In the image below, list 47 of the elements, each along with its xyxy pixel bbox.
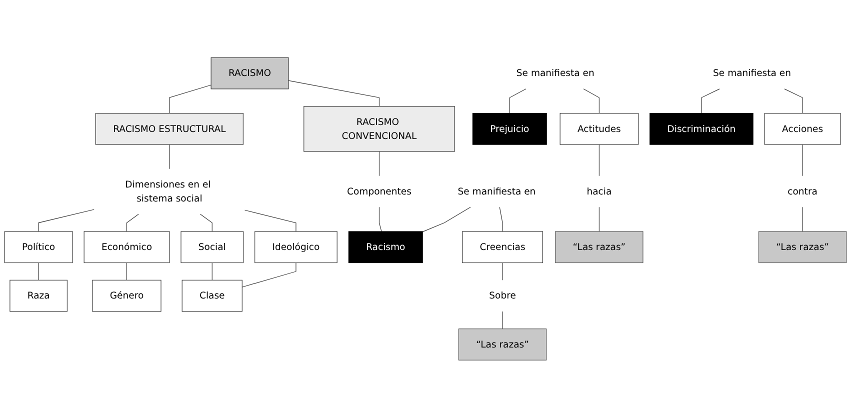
node-text: hacia [586, 185, 612, 196]
node-text: Se manifiesta en [713, 67, 791, 78]
node-box: Creencias [462, 230, 543, 263]
connector [200, 213, 212, 232]
node-box: Político [4, 230, 73, 263]
connector [244, 209, 296, 232]
node-box: “Las razas” [458, 328, 547, 360]
connector [802, 144, 803, 176]
node-box: Clase [182, 279, 242, 312]
connector [502, 262, 503, 280]
node-box: Económico [84, 230, 170, 263]
node-box: Género [92, 279, 162, 312]
connector [242, 262, 296, 287]
node-box: RACISMO [210, 56, 289, 89]
connector [598, 144, 600, 176]
connector [422, 206, 471, 232]
node-box: “Las razas” [758, 230, 847, 263]
node-box: Social [180, 230, 244, 263]
node-text: Sobre [489, 290, 516, 301]
node-box: Acciones [764, 112, 841, 144]
connector [169, 84, 212, 114]
node-text: Se manifiesta en [516, 67, 594, 78]
connector [499, 206, 503, 232]
connector [378, 150, 380, 176]
connector [378, 206, 382, 232]
connector [288, 80, 380, 106]
node-box: Raza [10, 279, 68, 312]
connector [598, 206, 600, 232]
node-box: “Las razas” [555, 230, 644, 263]
node-text: Se manifiesta en [458, 185, 536, 196]
node-box: Racismo [348, 230, 423, 263]
node-text: contra [788, 185, 818, 196]
node-box: Actitudes [560, 112, 639, 144]
connector [126, 262, 128, 280]
connector [502, 310, 503, 329]
node-box: RACISMO CONVENCIONAL [304, 106, 455, 152]
node-box: Ideológico [254, 230, 338, 263]
connector [802, 206, 803, 232]
node-text: Dimensiones en el sistema social [125, 178, 211, 204]
node-box: Prejuicio [472, 112, 547, 144]
connector [38, 208, 94, 232]
connector [169, 144, 170, 169]
node-text: Componentes [347, 185, 412, 196]
connector [126, 213, 139, 232]
node-box: RACISMO ESTRUCTURAL [95, 112, 244, 144]
node-box: Discriminación [650, 112, 754, 144]
connector [38, 262, 39, 280]
